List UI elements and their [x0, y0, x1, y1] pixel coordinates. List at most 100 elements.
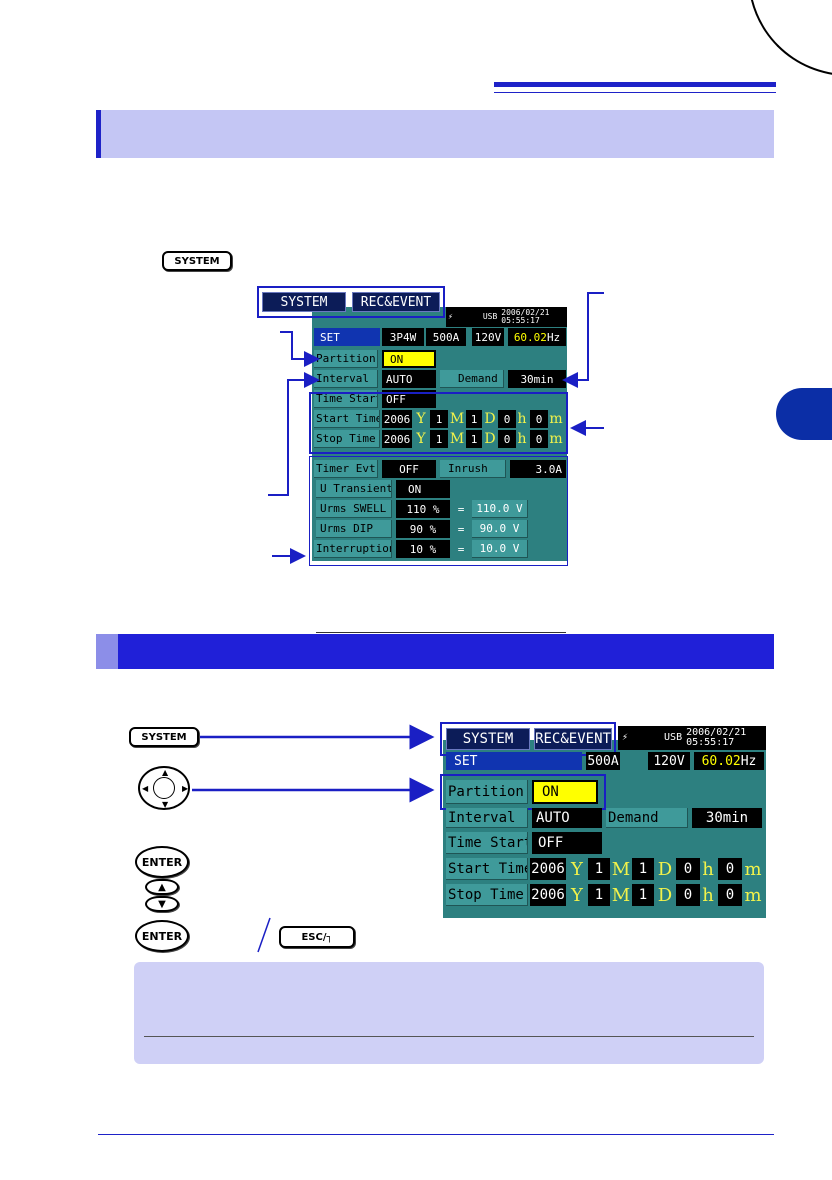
unit-h: h [517, 411, 527, 427]
dip-label: Urms DIP [316, 520, 392, 538]
esc-key: ESC/┐ [279, 926, 355, 948]
tab-rec-event[interactable]: REC&EVENT [534, 728, 612, 750]
tab-system[interactable]: SYSTEM [262, 292, 346, 312]
event-frame [309, 456, 568, 566]
equals-sign: = [457, 502, 465, 516]
start-time-label: Start Time [314, 410, 380, 428]
voltage-value: 120V [648, 752, 690, 770]
partition-label: Partition [446, 780, 528, 804]
wiring-value: 3P4W [382, 328, 424, 346]
demand-value[interactable]: 30min [508, 370, 566, 388]
procedure-arrows [192, 724, 435, 803]
current-range-value: 500A [426, 328, 466, 346]
tab-system[interactable]: SYSTEM [446, 728, 530, 750]
header-rule-thin [494, 92, 776, 93]
start-time-label: Start Time [446, 858, 528, 880]
interruption-percent[interactable]: 10 % [396, 540, 450, 558]
u-transient-label: U Transient [316, 480, 392, 498]
unit-y: Y [416, 431, 426, 447]
interruption-voltage: 10.0 V [472, 540, 528, 558]
unit-d: D [484, 411, 496, 427]
inrush-label: Inrush [440, 460, 506, 478]
start-hour[interactable]: 0 [676, 858, 700, 880]
start-minute[interactable]: 0 [718, 858, 742, 880]
stop-hour[interactable]: 0 [676, 884, 700, 906]
stop-day[interactable]: 1 [632, 884, 654, 906]
tab-rec-event[interactable]: REC&EVENT [352, 292, 440, 312]
interval-value[interactable]: AUTO [532, 808, 602, 828]
unit-h: h [702, 858, 714, 880]
partition-value[interactable]: ON [382, 350, 436, 368]
set-label: SET [314, 328, 380, 346]
unit-m: M [449, 411, 465, 427]
start-day[interactable]: 1 [466, 410, 482, 428]
swell-percent[interactable]: 110 % [396, 500, 450, 518]
unit-d: D [484, 431, 496, 447]
equals-sign: = [457, 542, 465, 556]
header-rule [494, 82, 776, 87]
time-start-value[interactable]: OFF [532, 832, 602, 854]
u-transient-value[interactable]: ON [396, 480, 450, 498]
stop-month[interactable]: 1 [430, 430, 448, 448]
start-minute[interactable]: 0 [530, 410, 548, 428]
start-month[interactable]: 1 [588, 858, 610, 880]
time-start-label: Time Start [314, 390, 378, 408]
unit-y: Y [571, 858, 583, 880]
unit-min: m [744, 884, 762, 906]
stop-minute[interactable]: 0 [718, 884, 742, 906]
unit-h: h [517, 431, 527, 447]
enter-key: ENTER [135, 846, 189, 878]
start-month[interactable]: 1 [430, 410, 448, 428]
tab-highlight-frame [257, 286, 445, 318]
stop-minute[interactable]: 0 [530, 430, 548, 448]
stop-month[interactable]: 1 [588, 884, 610, 906]
status-bar: ⚡ USB 2006/02/21 05:55:17 [618, 726, 766, 750]
status-bar: ⚡ USB 2006/02/21 05:55:17 [446, 307, 567, 327]
down-key: ▼ [145, 896, 179, 912]
unit-min: m [549, 431, 563, 447]
unit-m: M [611, 858, 631, 880]
slash-separator [257, 917, 271, 953]
start-day[interactable]: 1 [632, 858, 654, 880]
unit-y: Y [571, 884, 583, 906]
time-start-value[interactable]: OFF [382, 390, 436, 408]
unit-d: D [657, 884, 673, 906]
inrush-value[interactable]: 3.0A [510, 460, 566, 478]
footer-rule [98, 1134, 774, 1135]
start-year[interactable]: 2006 [530, 858, 566, 880]
stop-hour[interactable]: 0 [498, 430, 516, 448]
cursor-keys-icon: ▲ ▼ ◀ ▶ [138, 766, 190, 810]
stop-day[interactable]: 1 [466, 430, 482, 448]
partition-highlight-frame [440, 774, 606, 810]
demand-label: Demand [606, 808, 688, 828]
start-year[interactable]: 2006 [382, 410, 412, 428]
demand-label: Demand [440, 370, 504, 388]
procedure-heading-bar [96, 634, 774, 669]
note-box [134, 962, 764, 1064]
up-key: ▲ [145, 879, 179, 895]
unit-min: m [549, 411, 563, 427]
swell-label: Urms SWELL [316, 500, 392, 518]
unit-m: M [611, 884, 631, 906]
dip-percent[interactable]: 90 % [396, 520, 450, 538]
unit-d: D [657, 858, 673, 880]
stop-time-label: Stop Time [314, 430, 380, 448]
enter-key: ENTER [135, 920, 189, 952]
interruption-label: Interruption [314, 540, 392, 558]
equals-sign: = [457, 522, 465, 536]
demand-value[interactable]: 30min [692, 808, 762, 828]
timer-evt-label: Timer Evt [314, 460, 378, 478]
chapter-tab [776, 388, 832, 440]
partition-value[interactable]: ON [532, 780, 598, 804]
start-hour[interactable]: 0 [498, 410, 516, 428]
swell-voltage: 110.0 V [472, 500, 528, 518]
current-range-value: 500A [586, 752, 620, 770]
unit-min: m [744, 858, 762, 880]
dip-voltage: 90.0 V [472, 520, 528, 538]
stop-time-label: Stop Time [446, 884, 528, 906]
stop-year[interactable]: 2006 [530, 884, 566, 906]
interval-value[interactable]: AUTO [382, 370, 436, 388]
interval-label: Interval [446, 808, 528, 828]
timer-evt-value[interactable]: OFF [382, 460, 436, 478]
stop-year[interactable]: 2006 [382, 430, 412, 448]
